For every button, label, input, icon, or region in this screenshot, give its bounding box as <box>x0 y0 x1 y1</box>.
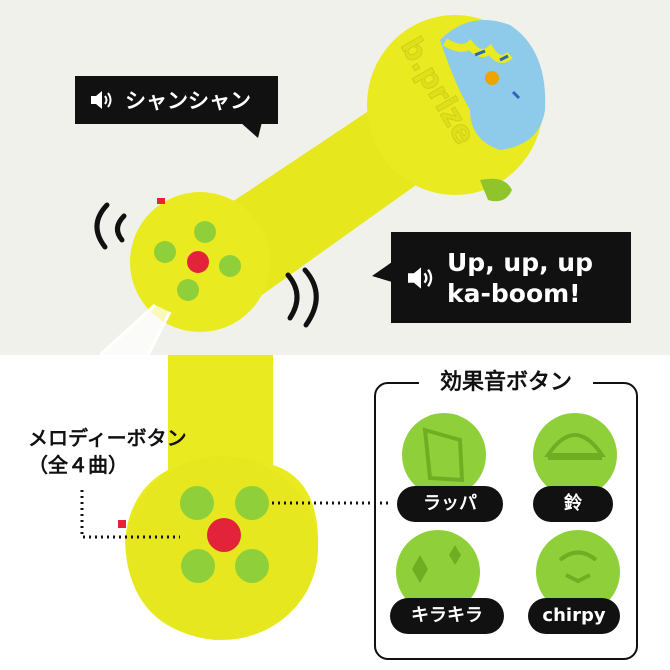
sfx-button-bell <box>533 413 617 497</box>
sound-bubble-kaboom: Up, up, up ka-boom! <box>391 232 631 323</box>
sfx-button-bird <box>536 530 620 614</box>
sfx-label-sparkle: キラキラ <box>390 598 504 634</box>
sfx-label-bell: 鈴 <box>533 486 613 522</box>
bubble-line-2: ka-boom! <box>447 278 581 308</box>
bubble-tail <box>372 262 392 282</box>
rattle-button-end <box>130 192 270 332</box>
enlarged-button-end <box>118 355 319 640</box>
melody-button-label: メロディーボタン （全４曲） <box>28 425 187 479</box>
melody-label-line-2: （全４曲） <box>28 453 128 477</box>
sfx-label-trumpet: ラッパ <box>397 486 503 522</box>
melody-label-line-1: メロディーボタン <box>28 426 187 450</box>
sfx-label-bird: chirpy <box>528 598 620 634</box>
sfx-button-sparkle <box>396 530 480 614</box>
sfx-title: 効果音ボタン <box>419 368 593 398</box>
sfx-button-trumpet <box>402 413 486 497</box>
speaker-icon <box>91 91 112 109</box>
speaker-icon <box>408 266 433 289</box>
bubble-tail <box>240 122 262 138</box>
rattle-head: b.prize <box>367 15 546 202</box>
bubble-text: シャンシャン <box>125 89 251 113</box>
vibration-right <box>285 267 319 328</box>
sound-bubble-shanshan: シャンシャン <box>75 76 278 124</box>
bubble-line-1: Up, up, up <box>447 247 593 277</box>
green-knob <box>480 178 512 202</box>
vibration-left <box>94 202 127 250</box>
